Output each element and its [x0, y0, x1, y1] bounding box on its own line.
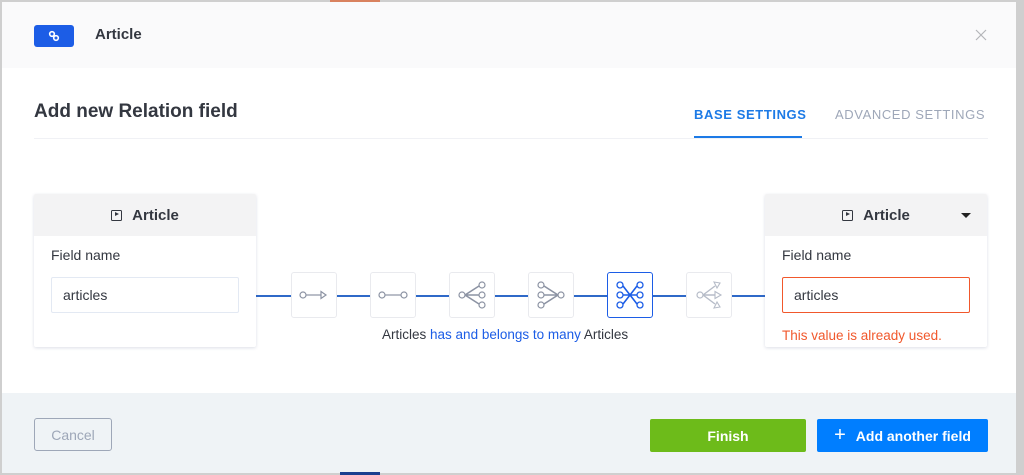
left-model-header: Article	[34, 194, 256, 236]
relation-description: Articles has and belongs to many Article…	[382, 327, 628, 342]
modal-model-title: Article	[95, 26, 142, 43]
relation-one-to-many-button[interactable]	[449, 272, 495, 318]
modal-header: Article	[2, 2, 1016, 68]
left-field-name-label: Field name	[51, 247, 121, 263]
relation-right-model: Articles	[583, 327, 629, 342]
relation-many-to-many-button[interactable]	[607, 272, 653, 318]
right-model-card: Article Field name This value is already…	[765, 194, 987, 347]
cancel-button[interactable]: Cancel	[34, 418, 112, 451]
add-another-field-label: Add another field	[855, 427, 971, 444]
relation-one-to-one-button[interactable]	[370, 272, 416, 318]
many-to-one-icon	[537, 281, 565, 309]
close-button[interactable]	[970, 24, 992, 46]
add-another-field-button[interactable]: + Add another field	[817, 419, 988, 452]
backdrop-accent-bottom	[340, 472, 380, 475]
right-field-name-label: Field name	[782, 247, 852, 263]
one-to-one-icon	[378, 291, 408, 299]
relation-many-to-one-button[interactable]	[528, 272, 574, 318]
caret-down-icon[interactable]	[961, 213, 971, 218]
left-model-name: Article	[132, 206, 179, 224]
tab-base-settings[interactable]: BASE SETTINGS	[694, 107, 807, 122]
link-icon	[48, 30, 60, 42]
close-icon	[975, 29, 987, 41]
left-model-card: Article Field name	[34, 194, 256, 347]
left-field-name-input[interactable]	[51, 277, 239, 313]
relation-one-way-button[interactable]	[291, 272, 337, 318]
tab-advanced-settings[interactable]: ADVANCED SETTINGS	[835, 107, 986, 122]
relation-left-model: Articles	[382, 327, 427, 342]
active-tab-indicator	[694, 136, 802, 138]
right-model-header[interactable]: Article	[765, 194, 987, 236]
page-title: Add new Relation field	[34, 101, 238, 122]
modal-footer: Cancel Finish + Add another field	[2, 393, 1016, 473]
title-divider	[34, 138, 988, 139]
link-badge	[34, 25, 74, 47]
backdrop-accent	[330, 0, 380, 2]
many-way-icon	[696, 281, 723, 309]
plus-icon: +	[834, 423, 846, 446]
relation-many-way-button[interactable]	[686, 272, 732, 318]
model-icon	[842, 209, 854, 221]
right-model-name: Article	[863, 206, 910, 224]
finish-button[interactable]: Finish	[650, 419, 806, 452]
model-icon	[111, 209, 123, 221]
right-field-name-input[interactable]	[782, 277, 970, 313]
relation-verb: has and belongs to many	[430, 327, 581, 342]
field-error-message: This value is already used.	[782, 328, 942, 343]
relation-connector-line	[256, 295, 766, 297]
many-to-many-icon	[616, 281, 644, 309]
one-way-icon	[299, 290, 328, 300]
one-to-many-icon	[458, 281, 486, 309]
